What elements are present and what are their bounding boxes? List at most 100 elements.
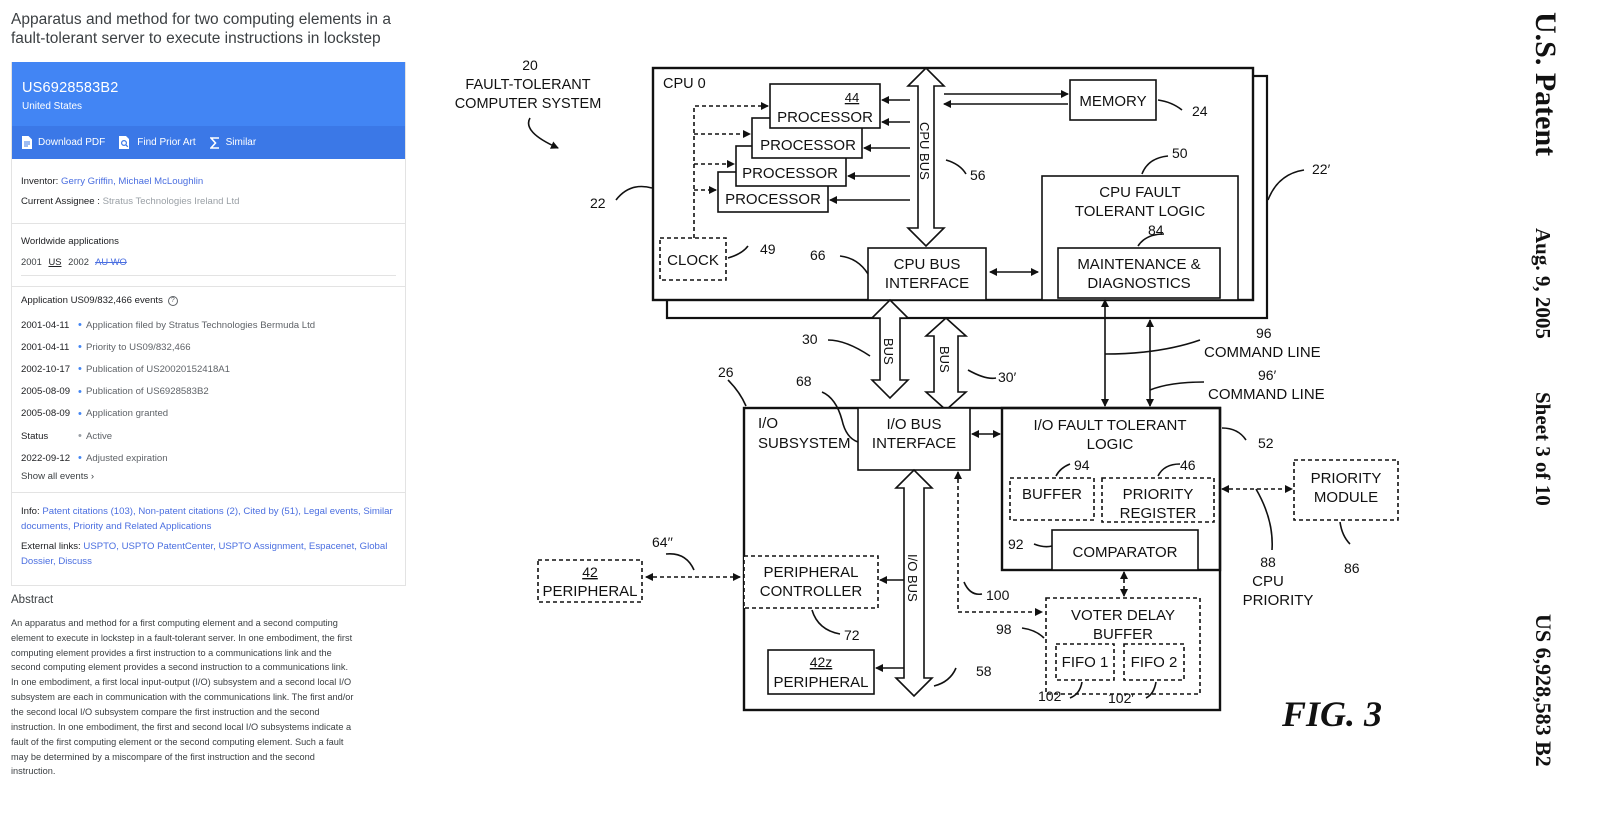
sheet-number: Sheet 3 of 10 <box>1531 392 1555 506</box>
fifo1-box <box>1055 643 1115 681</box>
buffer-label: BUFFER <box>1022 486 1082 503</box>
people-section: Inventor: Gerry Griffin, Michael McLough… <box>12 159 405 224</box>
inventor-links[interactable]: Gerry Griffin, Michael McLoughlin <box>61 176 204 187</box>
system-label-line2: COMPUTER SYSTEM <box>455 96 602 112</box>
info-links[interactable]: Patent citations (103), Non-patent citat… <box>21 506 393 532</box>
cpu-ftl-label-2: TOLERANT LOGIC <box>1075 203 1205 220</box>
ref-102-prime: 102′ <box>1108 690 1134 706</box>
cpu0-label: CPU 0 <box>663 76 706 92</box>
priority-register-label-1: PRIORITY <box>1123 486 1194 503</box>
ref-92: 92 <box>1008 536 1024 552</box>
country-au-wo[interactable]: AU WO <box>95 256 127 267</box>
ref-68: 68 <box>796 373 812 389</box>
voter-delay-buffer-label-2: BUFFER <box>1093 626 1153 643</box>
priority-register-box <box>1101 477 1215 523</box>
find-prior-art-button[interactable]: Find Prior Art <box>119 136 196 149</box>
processor-box-1 <box>769 83 881 129</box>
download-pdf-button[interactable]: Download PDF <box>22 136 105 149</box>
voter-delay-buffer-box <box>1045 597 1201 695</box>
ref-56: 56 <box>970 167 986 183</box>
bus-30-prime-arrow <box>923 316 969 412</box>
fifo1-label: FIFO 1 <box>1062 654 1109 671</box>
io-bus-label: I/O BUS <box>905 554 920 602</box>
cpu-priority-label-1: CPU <box>1252 573 1284 590</box>
maintenance-label-2: DIAGNOSTICS <box>1087 275 1190 292</box>
cpu-bus-interface-label-2: INTERFACE <box>885 275 969 292</box>
ref-22: 22 <box>590 195 606 211</box>
io-bus-interface-label-2: INTERFACE <box>872 435 956 452</box>
ref-66: 66 <box>810 247 826 263</box>
events-header: Application US09/832,466 events ? <box>21 295 396 306</box>
processor-label-3: PROCESSOR <box>742 165 838 182</box>
ref-22-prime: 22′ <box>1312 161 1331 177</box>
event-date: Status <box>21 430 49 442</box>
memory-label: MEMORY <box>1079 93 1146 110</box>
find-prior-art-label: Find Prior Art <box>137 137 196 148</box>
abstract-heading: Abstract <box>11 593 54 606</box>
ref-84: 84 <box>1148 222 1164 238</box>
info-label: Info: <box>21 506 40 518</box>
ref-64: 64′′ <box>652 534 673 550</box>
event-text: Application filed by Stratus Technologie… <box>86 319 316 331</box>
year-2001: 2001 <box>21 256 42 267</box>
patent-number: US6928583B2 <box>22 80 119 96</box>
ref-88: 88 <box>1260 554 1276 570</box>
assignee-value: Stratus Technologies Ireland Ltd <box>102 196 240 207</box>
ref-42: 42 <box>582 564 598 580</box>
priority-module-label-2: MODULE <box>1314 489 1378 506</box>
external-links[interactable]: USPTO, USPTO PatentCenter, USPTO Assignm… <box>21 541 388 567</box>
clock-label: CLOCK <box>667 252 719 269</box>
us-patent-label: U.S. Patent <box>1529 12 1562 156</box>
memory-box <box>1069 79 1157 121</box>
patent-header: US6928583B2 United States <box>12 62 405 126</box>
ref-100: 100 <box>986 587 1010 603</box>
peripheral-controller-box <box>743 555 879 609</box>
help-icon[interactable]: ? <box>167 295 178 306</box>
info-section: Info: Patent citations (103), Non-patent… <box>12 492 405 585</box>
fifo2-box <box>1123 643 1185 681</box>
ref-20: 20 <box>522 57 538 73</box>
priority-module-label-1: PRIORITY <box>1311 470 1382 487</box>
event-dot-icon: • <box>78 341 82 354</box>
ref-94: 94 <box>1074 457 1090 473</box>
peripheral-controller-label-2: CONTROLLER <box>760 583 863 600</box>
action-bar: Download PDF Find Prior Art Similar <box>12 126 405 159</box>
similar-button[interactable]: Similar <box>209 136 256 149</box>
event-date: 2001-04-11 <box>21 341 70 353</box>
ref-46: 46 <box>1180 457 1196 473</box>
application-events: Application US09/832,466 events ? 2001-0… <box>12 287 405 492</box>
voter-delay-buffer-label-1: VOTER DELAY <box>1071 607 1175 624</box>
event-dot-icon: • <box>78 385 82 398</box>
event-row: 2005-08-09•Publication of US6928583B2 <box>21 381 396 403</box>
figure-label: FIG. 3 <box>1281 694 1382 734</box>
show-all-events-button[interactable]: Show all events › <box>21 471 396 482</box>
event-row: 2005-08-09•Application granted <box>21 403 396 425</box>
event-dot-icon: • <box>78 407 82 420</box>
event-row: Status•Active <box>21 425 396 447</box>
document-icon <box>22 136 32 149</box>
show-all-label: Show all events <box>21 471 89 483</box>
ref-30: 30 <box>802 331 818 347</box>
patent-card: US6928583B2 United States Download PDF F… <box>11 62 406 586</box>
abstract-text: An apparatus and method for a first comp… <box>11 617 354 777</box>
peripheral-42-box <box>537 559 643 603</box>
processor-label-4: PROCESSOR <box>725 191 821 208</box>
country-us[interactable]: US <box>48 256 62 267</box>
peripheral-controller-label-1: PERIPHERAL <box>763 564 858 581</box>
chevron-down-icon: › <box>90 471 95 483</box>
clock-box <box>659 237 727 281</box>
event-dot-icon: • <box>78 319 82 332</box>
event-text: Publication of US6928583B2 <box>86 386 209 398</box>
processor-label-1: PROCESSOR <box>777 109 873 126</box>
patent-number-spine: US 6,928,583 B2 <box>1531 614 1556 767</box>
patent-drawing: 20 FAULT-TOLERANT COMPUTER SYSTEM CPU 0 … <box>455 57 1399 734</box>
cpu-priority-label-2: PRIORITY <box>1243 592 1314 609</box>
event-text: Publication of US20020152418A1 <box>86 363 231 375</box>
event-row: 2001-04-11•Application filed by Stratus … <box>21 314 396 336</box>
event-date: 2002-10-17 <box>21 363 71 375</box>
sheet-header: U.S. Patent Aug. 9, 2005 Sheet 3 of 10 U… <box>1529 12 1562 767</box>
worldwide-applications: Worldwide applications 2001 US 2002 AU W… <box>12 224 405 287</box>
ref-86: 86 <box>1344 560 1360 576</box>
ref-44: 44 <box>845 90 859 105</box>
io-subsystem-label-1: I/O <box>758 415 778 432</box>
